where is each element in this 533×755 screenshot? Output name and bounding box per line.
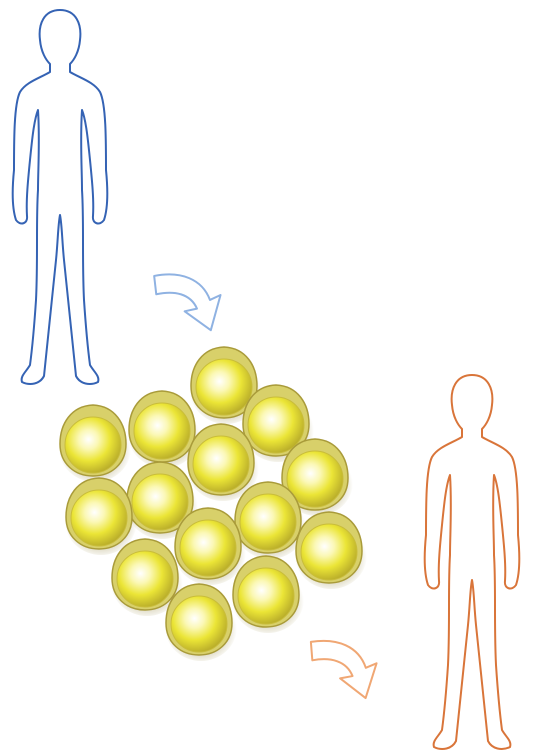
donor-human-icon [13,10,108,384]
curved-arrow-icon [149,273,222,331]
cell-cluster [59,347,367,661]
cell-icon [295,512,367,589]
recipient-human-icon [425,375,520,749]
cell-icon [232,556,304,633]
arrow-to-cells [149,273,222,331]
cell-icon [59,405,131,482]
donor-figure [13,10,108,384]
recipient-figure [425,375,520,749]
arrow-to-recipient [304,639,378,699]
cell-icon [165,584,237,661]
curved-arrow-icon [304,639,378,699]
cell-icon [65,478,137,555]
